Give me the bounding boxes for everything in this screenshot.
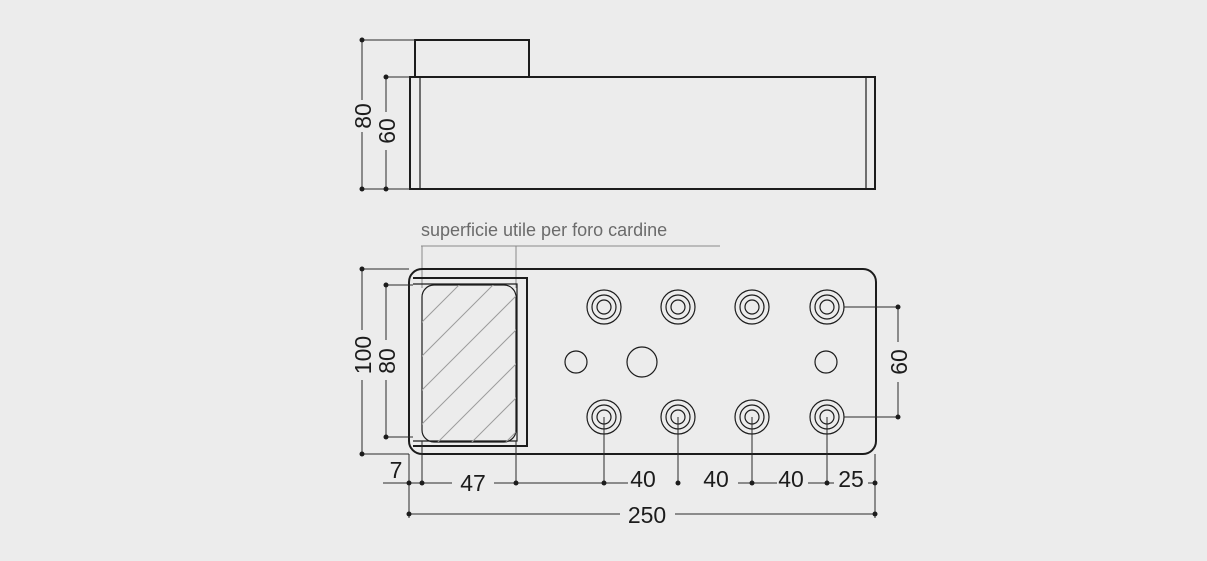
countersunk-holes xyxy=(586,289,845,435)
plan-view-body xyxy=(408,268,877,455)
row-spacing-label: 60 xyxy=(886,349,912,375)
hole-spacing-dimensions: 7 47 40 40 40 25 xyxy=(383,417,878,518)
end-offset-label: 25 xyxy=(838,466,864,492)
hole-spacing-label: 40 xyxy=(703,466,729,492)
row-spacing-dimension: 60 xyxy=(844,304,912,420)
hinge-area-annotation: superficie utile per foro cardine xyxy=(421,220,720,288)
side-body-height-label: 60 xyxy=(374,118,400,144)
hinge-hole-hatch xyxy=(422,285,516,442)
hole-spacing-label: 40 xyxy=(778,466,804,492)
screw-hole xyxy=(586,289,622,325)
mounting-pad xyxy=(413,277,528,447)
side-view-body xyxy=(409,76,876,190)
total-length-dimension: 250 xyxy=(406,502,878,528)
screw-hole xyxy=(734,289,770,325)
plan-pad-height-dimension: 80 xyxy=(374,282,413,440)
mounting-pad-inner xyxy=(413,283,518,442)
pad-offset-label: 7 xyxy=(390,457,403,483)
hole-spacing-label: 40 xyxy=(630,466,656,492)
side-body-height-dimension: 60 xyxy=(374,74,410,192)
screw-hole xyxy=(660,289,696,325)
side-view-cap xyxy=(414,39,530,78)
plain-hole xyxy=(814,350,838,374)
side-total-height-label: 80 xyxy=(350,103,376,129)
total-length-label: 250 xyxy=(628,502,666,528)
pad-width-label: 47 xyxy=(460,470,486,496)
plain-holes xyxy=(564,346,838,378)
plan-total-height-label: 100 xyxy=(350,336,376,374)
plain-hole xyxy=(564,350,588,374)
plan-total-height-dimension: 100 xyxy=(350,266,409,457)
side-view: 80 60 xyxy=(350,37,876,192)
plan-view: 100 80 60 xyxy=(350,266,912,528)
plain-hole xyxy=(626,346,658,378)
hinge-area-label: superficie utile per foro cardine xyxy=(421,220,667,240)
screw-hole xyxy=(809,289,845,325)
plan-pad-height-label: 80 xyxy=(374,348,400,374)
side-total-height-dimension: 80 xyxy=(350,37,415,192)
